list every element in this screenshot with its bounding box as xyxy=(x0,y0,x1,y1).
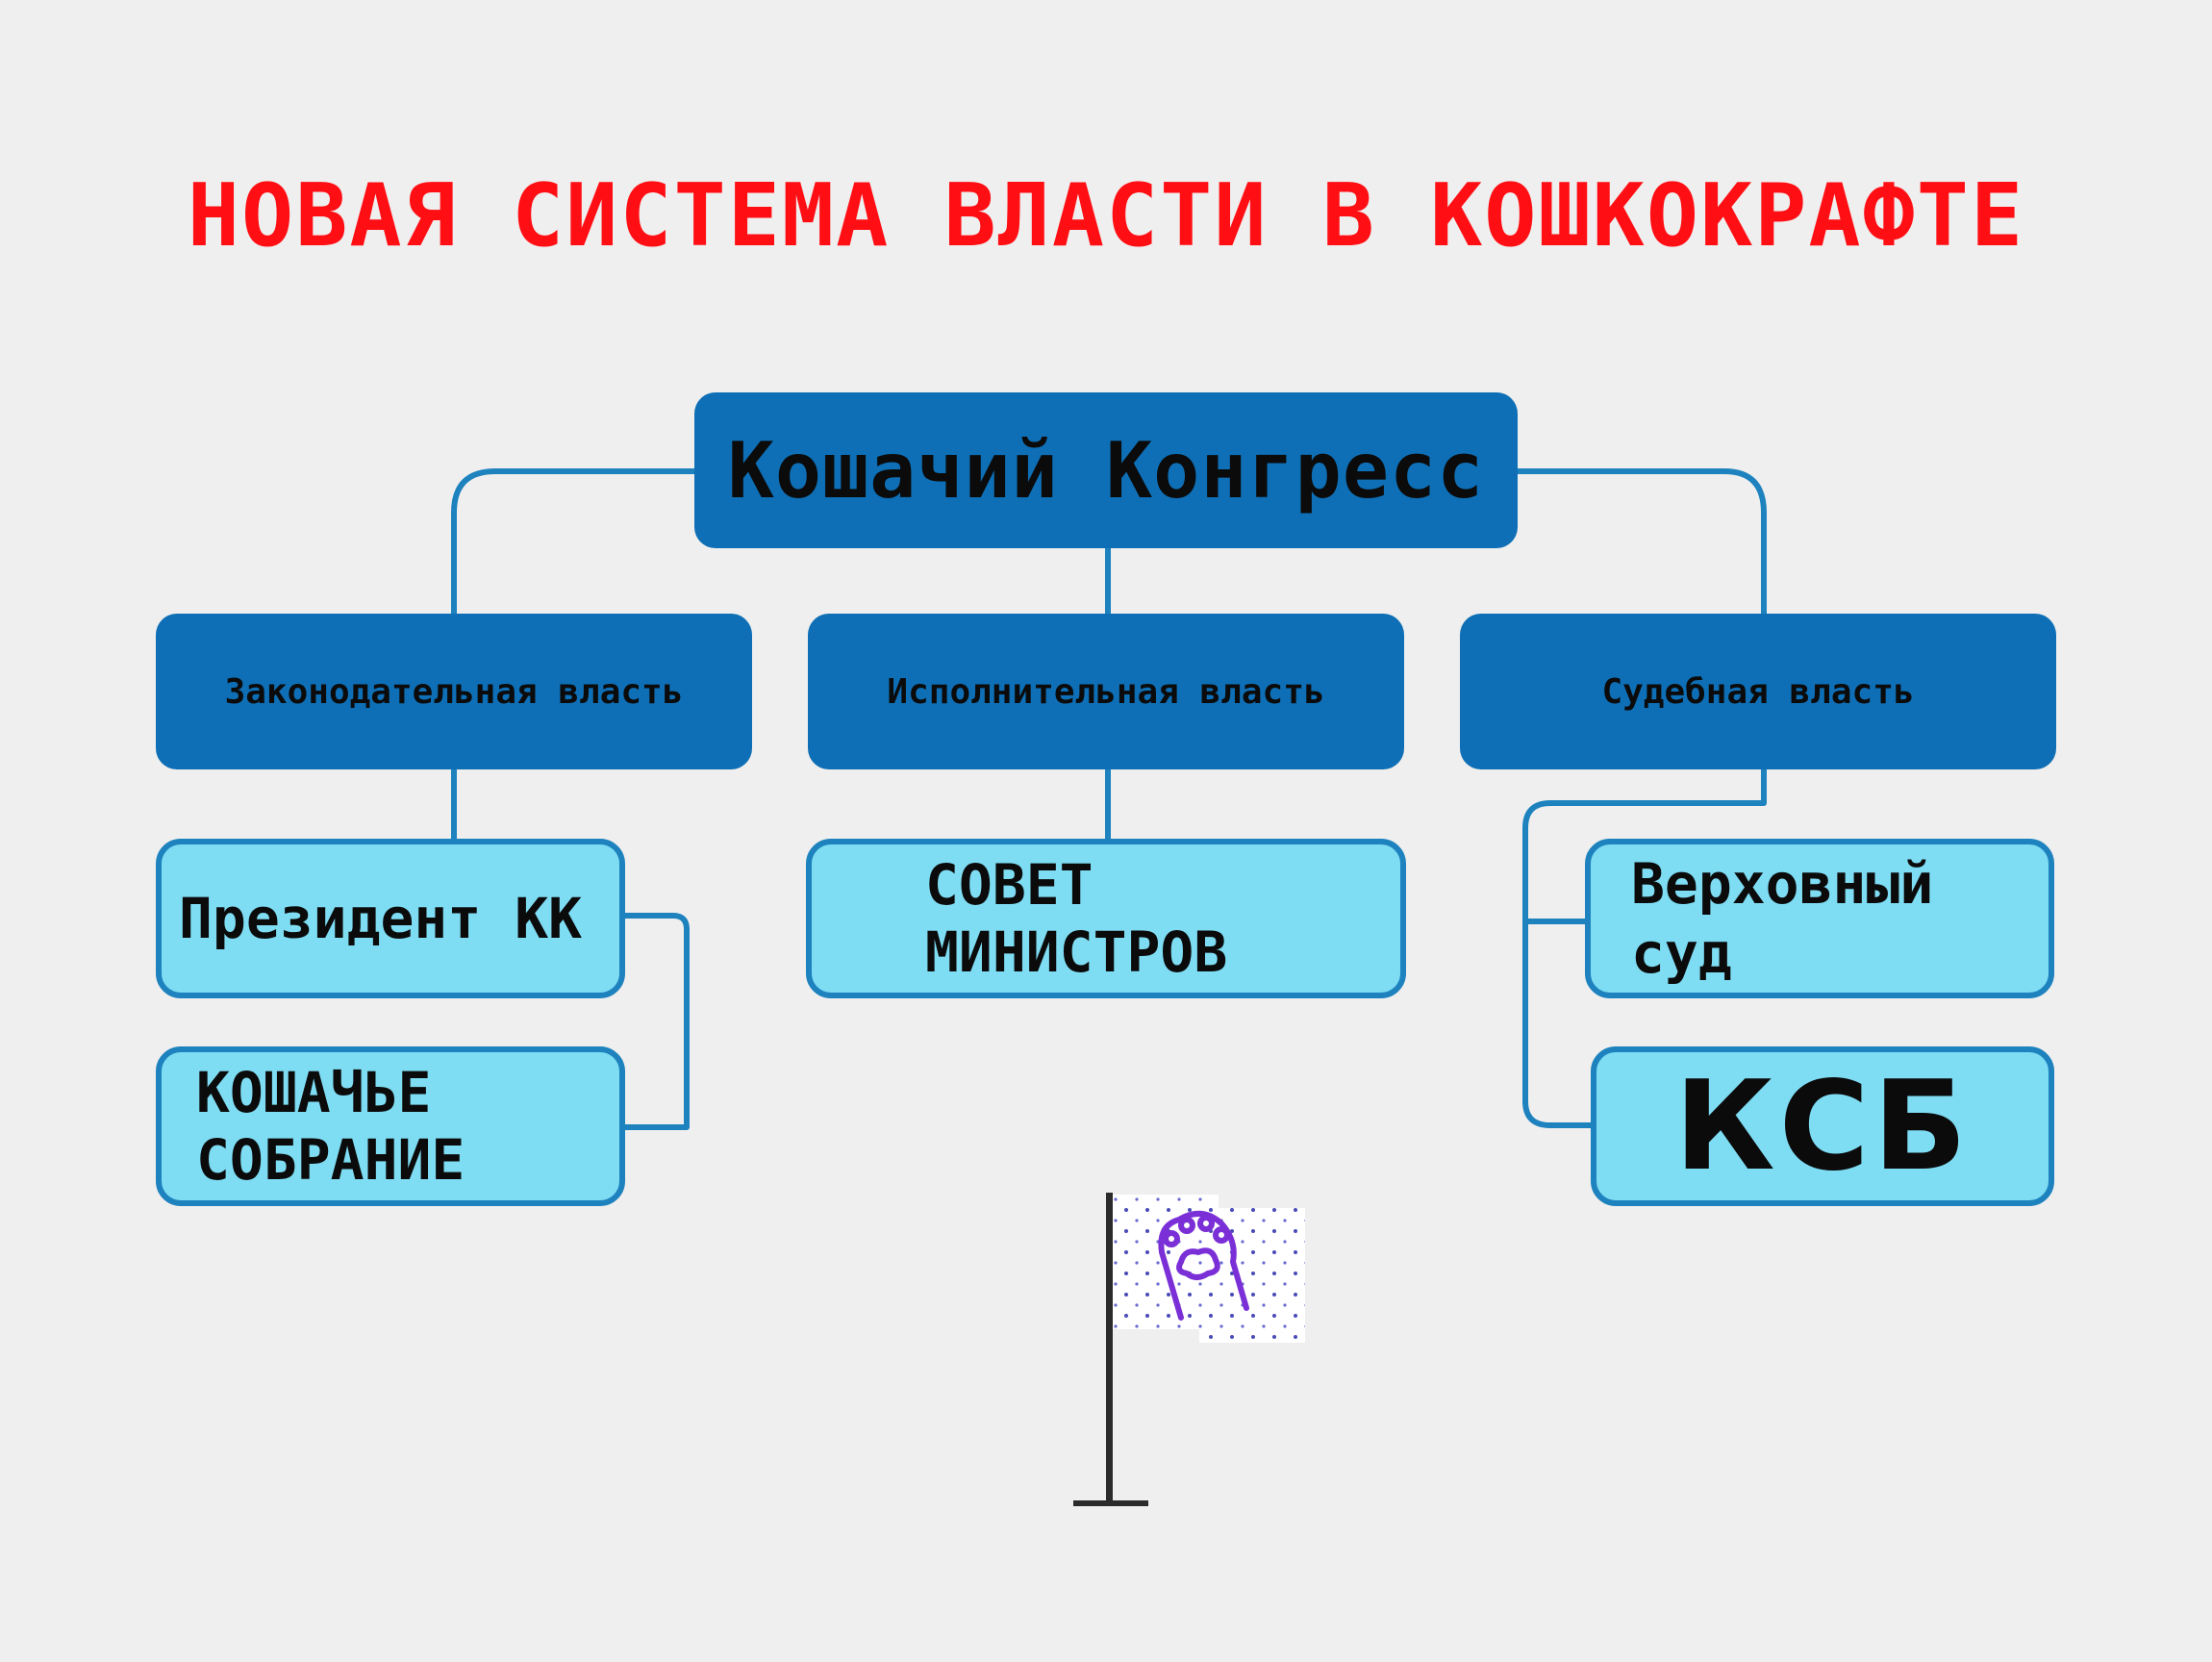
flag-base xyxy=(1073,1500,1148,1506)
executive-branch-box: Исполнительная власть xyxy=(808,614,1404,769)
congress-box: Кошачий Конгресс xyxy=(694,392,1518,548)
flag-pole xyxy=(1106,1193,1113,1505)
assembly-label-line-1: КОШАЧЬЕ xyxy=(196,1060,432,1125)
connector-president-assembly xyxy=(625,913,690,1130)
connector-congress-judicial xyxy=(1518,468,1767,614)
supreme-court-label-line-1: Верховный xyxy=(1631,851,1934,917)
assembly-box: КОШАЧЬЕ СОБРАНИЕ xyxy=(156,1046,625,1206)
paw-flag xyxy=(1058,1183,1366,1520)
president-label: Президент КК xyxy=(179,886,583,951)
ksb-box: КСБ xyxy=(1591,1046,2054,1206)
legislative-branch-box: Законодательная власть xyxy=(156,614,752,769)
ksb-label: КСБ xyxy=(1673,1054,1972,1198)
president-box: Президент КК xyxy=(156,839,625,998)
council-box: СОВЕТ МИНИСТРОВ xyxy=(806,839,1406,998)
executive-label: Исполнительная власть xyxy=(887,671,1325,712)
paw-icon xyxy=(1158,1211,1249,1321)
connector-congress-legislative xyxy=(451,468,694,614)
assembly-label-line-2: СОБРАНИЕ xyxy=(196,1127,465,1193)
supreme-court-box: Верховный суд xyxy=(1585,839,2054,998)
page-title: НОВАЯ СИСТЕМА ВЛАСТИ В КОШКОКРАФТЕ xyxy=(187,165,2025,266)
legislative-label: Законодательная власть xyxy=(224,671,684,712)
congress-label: Кошачий Конгресс xyxy=(727,425,1485,516)
council-label-line-1: СОВЕТ xyxy=(925,852,1093,918)
judicial-branch-box: Судебная власть xyxy=(1460,614,2056,769)
connector-judicial-courts xyxy=(1522,769,1767,1128)
council-label-line-2: МИНИСТРОВ xyxy=(925,919,1228,985)
judicial-label: Судебная власть xyxy=(1601,671,1915,712)
supreme-court-label-line-2: суд xyxy=(1631,920,1732,986)
